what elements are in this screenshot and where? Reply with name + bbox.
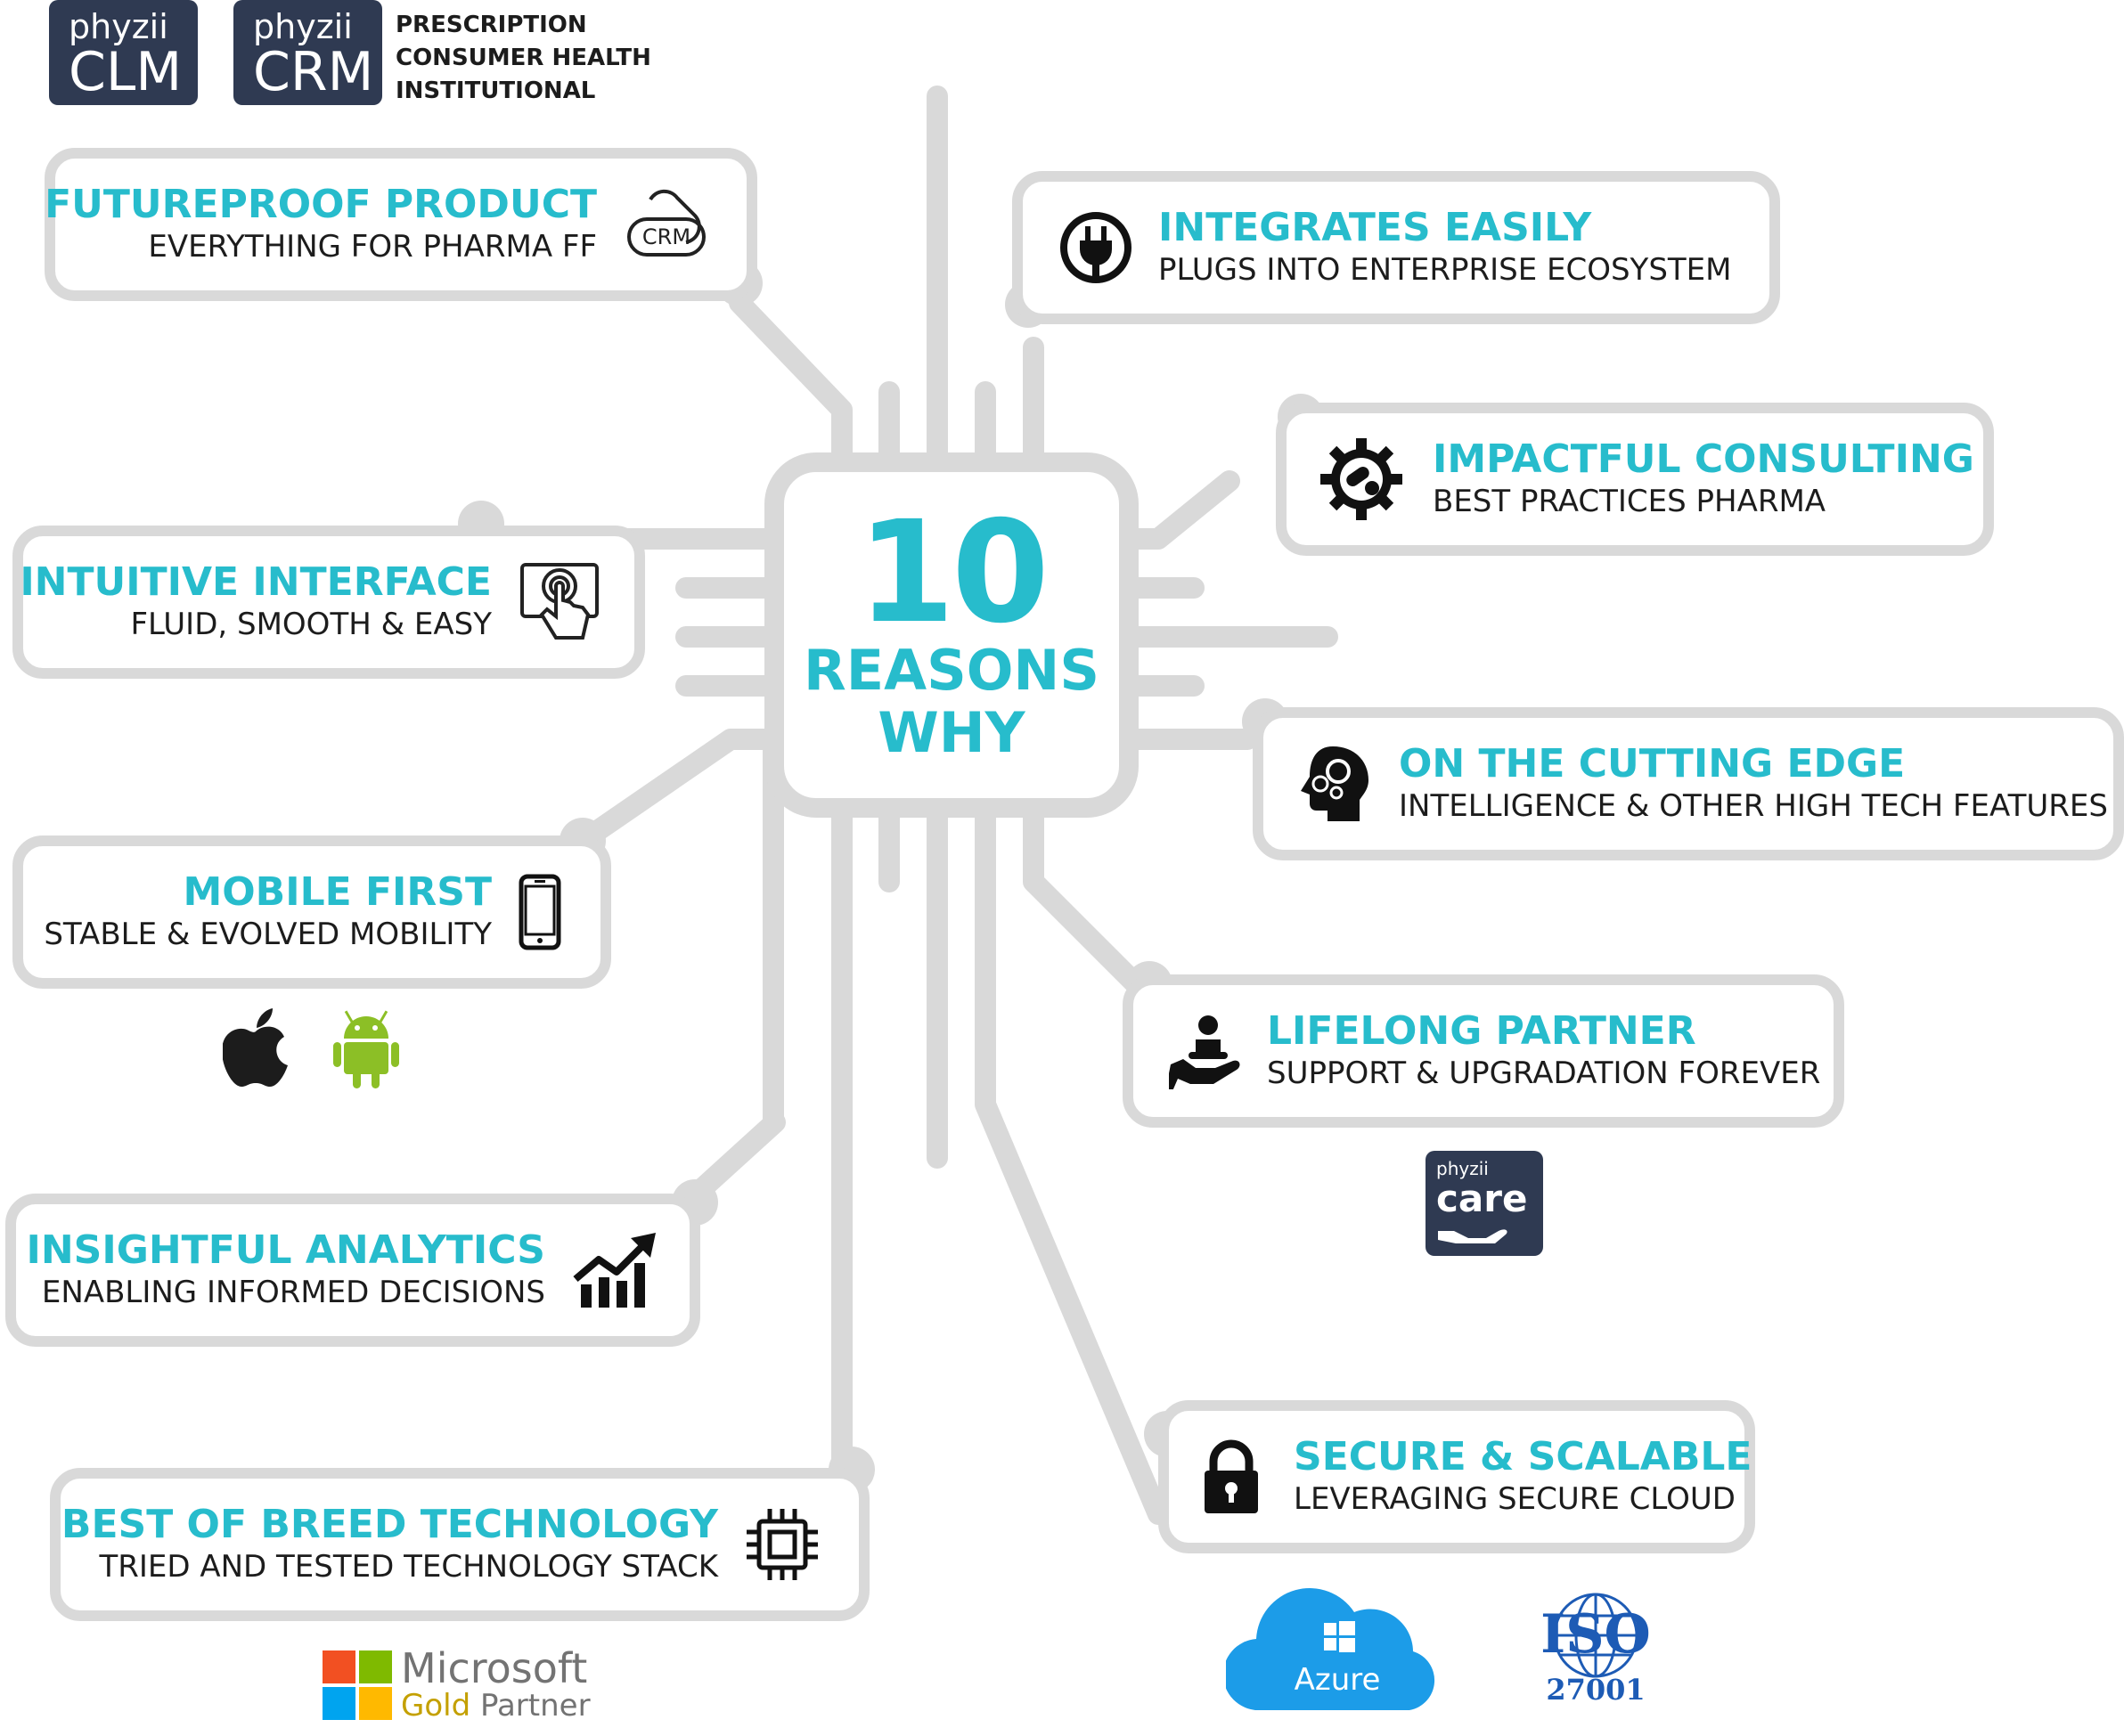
reason-mobile: MOBILE FIRST STABLE & EVOLVED MOBILITY (12, 835, 611, 989)
azure-label: Azure (1294, 1662, 1381, 1698)
reason-analytics: INSIGHTFUL ANALYTICS ENABLING INFORMED D… (5, 1194, 700, 1347)
phyzii-care-logo: phyzii care (1426, 1151, 1543, 1256)
iso-name: ISO (1540, 1603, 1651, 1666)
globe-icon (1553, 1593, 1638, 1678)
phyzii-clm-badge: phyzii CLM (49, 0, 198, 105)
reason-technology: BEST OF BREED TECHNOLOGY TRIED AND TESTE… (50, 1468, 870, 1621)
segment-institutional: INSTITUTIONAL (396, 77, 596, 104)
reason-futureproof-title: FUTUREPROOF PRODUCT (45, 182, 597, 227)
clm-badge-top: phyzii (69, 7, 168, 46)
reason-analytics-subtitle: ENABLING INFORMED DECISIONS (41, 1275, 545, 1310)
crm-badge-top: phyzii (253, 7, 353, 46)
segment-prescription: PRESCRIPTION (396, 12, 587, 38)
reason-interface-title: INTUITIVE INTERFACE (20, 559, 492, 605)
reason-consulting: IMPACTFUL CONSULTING BEST PRACTICES PHAR… (1276, 403, 1994, 556)
reason-integrates-subtitle: PLUGS INTO ENTERPRISE ECOSYSTEM (1158, 252, 1732, 288)
phyzii-crm-badge: phyzii CRM (233, 0, 382, 105)
reason-partner: LIFELONG PARTNER SUPPORT & UPGRADATION F… (1123, 974, 1844, 1128)
care-logo-bottom: care (1436, 1177, 1528, 1220)
reason-consulting-title: IMPACTFUL CONSULTING (1433, 436, 1974, 482)
apple-icon (222, 1008, 289, 1093)
microsoft-partner: Partner (470, 1688, 591, 1724)
head-gears-icon (1297, 743, 1372, 825)
microsoft-gold-partner-logo: Microsoft Gold Partner (323, 1648, 591, 1723)
chip-icon (745, 1507, 820, 1582)
reason-secure: SECURE & SCALABLE LEVERAGING SECURE CLOU… (1158, 1400, 1755, 1553)
reason-partner-subtitle: SUPPORT & UPGRADATION FOREVER (1267, 1055, 1821, 1091)
smartphone-icon (519, 874, 561, 950)
care-logo-top: phyzii (1436, 1158, 1489, 1179)
center-line2: WHY (878, 700, 1025, 765)
gear-pill-icon (1320, 438, 1402, 520)
segment-consumer-health: CONSUMER HEALTH (396, 45, 651, 71)
reason-integrates: INTEGRATES EASILY PLUGS INTO ENTERPRISE … (1012, 171, 1780, 324)
iso-27001-logo: ISO 27001 (1529, 1591, 1662, 1707)
reason-analytics-title: INSIGHTFUL ANALYTICS (26, 1227, 545, 1273)
reason-interface-subtitle: FLUID, SMOOTH & EASY (130, 607, 492, 642)
segments-list: PRESCRIPTION CONSUMER HEALTH INSTITUTION… (396, 9, 651, 108)
clm-badge-bottom: CLM (69, 41, 183, 103)
center-chip: 10 REASONS WHY (764, 452, 1139, 818)
azure-logo: Azure (1222, 1585, 1449, 1711)
reason-technology-title: BEST OF BREED TECHNOLOGY (61, 1502, 718, 1547)
android-icon (331, 1010, 401, 1095)
care-hand-icon (1438, 1229, 1507, 1243)
center-number: 10 (857, 491, 1050, 655)
reason-futureproof: FUTUREPROOF PRODUCT EVERYTHING FOR PHARM… (45, 148, 757, 301)
microsoft-name: Microsoft (401, 1644, 588, 1692)
reason-consulting-subtitle: BEST PRACTICES PHARMA (1433, 484, 1826, 519)
reason-partner-title: LIFELONG PARTNER (1267, 1008, 1696, 1054)
reason-secure-title: SECURE & SCALABLE (1294, 1434, 1752, 1479)
reason-integrates-title: INTEGRATES EASILY (1158, 205, 1592, 250)
svg-text:CRM: CRM (642, 224, 690, 249)
reason-mobile-subtitle: STABLE & EVOLVED MOBILITY (44, 917, 492, 952)
reason-cutting-edge-title: ON THE CUTTING EDGE (1399, 741, 1906, 786)
crm-badge-bottom: CRM (253, 41, 374, 103)
support-hand-icon (1169, 1013, 1244, 1089)
plug-icon (1057, 208, 1135, 287)
reason-futureproof-subtitle: EVERYTHING FOR PHARMA FF (148, 229, 597, 265)
reason-secure-subtitle: LEVERAGING SECURE CLOUD (1294, 1481, 1736, 1517)
microsoft-windows-icon (323, 1650, 392, 1720)
reason-mobile-title: MOBILE FIRST (183, 869, 492, 915)
reason-cutting-edge-subtitle: INTELLIGENCE & OTHER HIGH TECH FEATURES (1399, 788, 2108, 824)
microsoft-gold: Gold (401, 1688, 471, 1724)
growth-chart-icon (572, 1233, 658, 1308)
crm-pill-icon: CRM (624, 182, 709, 267)
reason-interface: INTUITIVE INTERFACE FLUID, SMOOTH & EASY (12, 526, 645, 679)
center-line1: REASONS (804, 638, 1099, 703)
padlock-icon (1203, 1439, 1260, 1515)
touch-screen-icon (519, 559, 600, 645)
reason-technology-subtitle: TRIED AND TESTED TECHNOLOGY STACK (99, 1549, 718, 1585)
iso-number: 27001 (1546, 1673, 1646, 1707)
reason-cutting-edge: ON THE CUTTING EDGE INTELLIGENCE & OTHER… (1253, 707, 2124, 860)
